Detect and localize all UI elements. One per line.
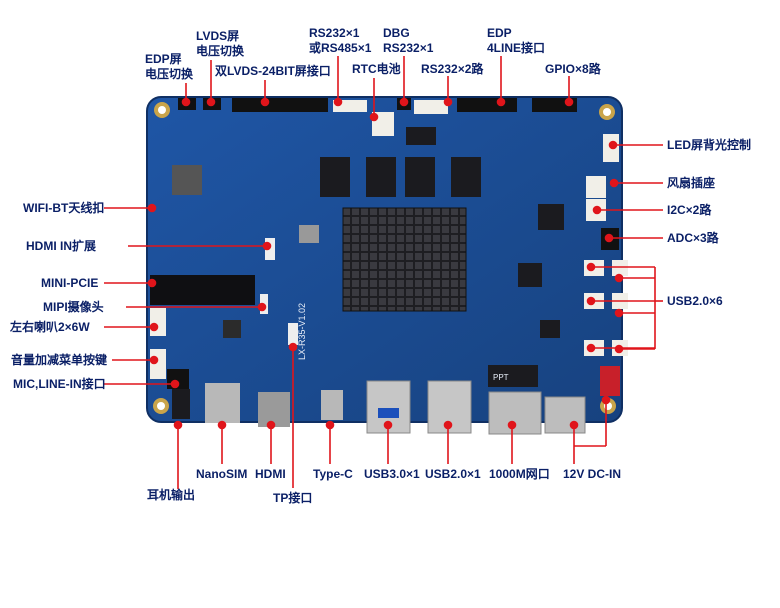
label-rtc-battery: RTC电池 [352, 62, 401, 76]
label-hdmi: HDMI [255, 467, 286, 481]
label-edp-4line: EDP 4LINE接口 [487, 26, 546, 55]
label-earphone: 耳机输出 [147, 488, 196, 502]
label-adc: ADC×3路 [667, 231, 719, 245]
label-led-backlight: LED屏背光控制 [667, 138, 752, 152]
label-mic-linein: MIC,LINE-IN接口 [13, 377, 106, 391]
label-usb20-x1: USB2.0×1 [425, 467, 481, 481]
memory-chips [172, 127, 564, 387]
label-volume-keys: 音量加减菜单按键 [11, 353, 108, 367]
label-nanosim: NanoSIM [196, 467, 248, 481]
label-usb30: USB3.0×1 [364, 467, 420, 481]
label-typec: Type-C [313, 467, 353, 481]
label-hdmi-in: HDMI IN扩展 [26, 239, 96, 253]
label-mini-pcie: MINI-PCIE [41, 276, 99, 290]
label-fan: 风扇插座 [667, 176, 716, 190]
label-rs232-rs485: RS232×1 或RS485×1 [309, 26, 372, 55]
label-ethernet: 1000M网口 [489, 467, 550, 481]
label-lvds-voltage: LVDS屏 电压切换 [196, 29, 245, 58]
label-mipi-camera: MIPI摄像头 [43, 300, 104, 314]
label-dbg: DBG RS232×1 [383, 26, 434, 55]
silkscreen-text: LX-R35-V1.02 [297, 303, 307, 360]
label-wifi-bt: WIFI-BT天线扣 [23, 201, 105, 215]
label-speaker: 左右喇叭2×6W [10, 320, 90, 334]
label-edp-voltage: EDP屏 电压切换 [145, 52, 194, 81]
heatsink [342, 207, 467, 312]
chip-label: PPT [493, 373, 509, 382]
label-rs232-x2: RS232×2路 [421, 62, 484, 76]
label-usb20-x6: USB2.0×6 [667, 294, 723, 308]
leader-lines [104, 56, 663, 489]
label-tp: TP接口 [273, 491, 313, 505]
label-dc-in: 12V DC-IN [563, 467, 622, 481]
label-gpio: GPIO×8路 [545, 62, 601, 76]
label-dual-lvds: 双LVDS-24BIT屏接口 [215, 64, 331, 78]
label-i2c: I2C×2路 [667, 203, 712, 217]
